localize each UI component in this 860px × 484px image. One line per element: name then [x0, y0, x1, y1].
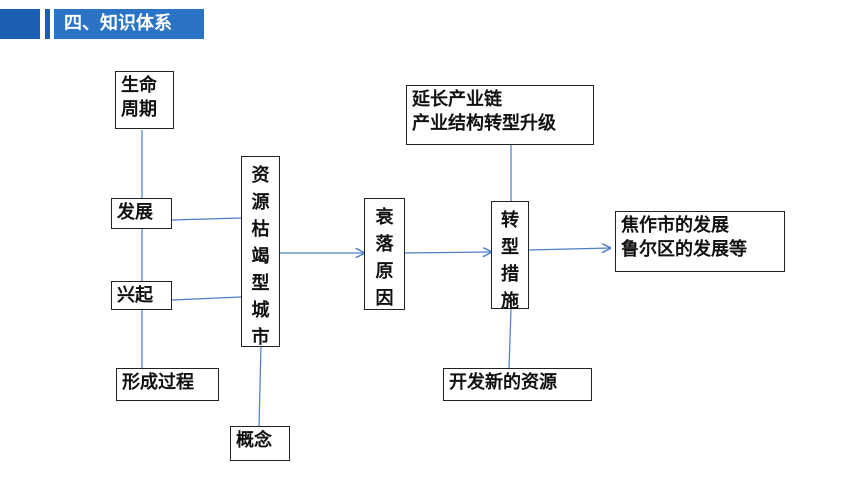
- node-life-cycle-line2: 周期: [121, 99, 157, 120]
- header-accent-bar: [0, 9, 40, 39]
- section-title: 四、知识体系: [54, 9, 204, 39]
- node-transformation-measures: 转型措施: [491, 201, 529, 312]
- node-decline-causes: 衰落原因: [364, 198, 405, 310]
- arrow-decline-measures: [404, 252, 491, 253]
- node-resource-exhausted-city: 资源枯 竭型城 市: [241, 156, 280, 348]
- header-accent-stripe: [45, 9, 50, 39]
- arrow-measures-cases: [528, 248, 610, 250]
- node-develop: 发展: [111, 198, 172, 229]
- line-city-concept: [258, 346, 262, 427]
- node-life-cycle-line1: 生命: [121, 75, 157, 96]
- node-extend-chain-line1: 延长产业链: [412, 89, 502, 110]
- line-measures-newresources: [508, 308, 512, 369]
- node-rise: 兴起: [111, 281, 172, 310]
- node-concept: 概念: [230, 426, 290, 461]
- line-rise-city: [171, 296, 242, 301]
- node-cases-line1: 焦作市的发展: [621, 215, 729, 236]
- node-cases-line2: 鲁尔区的发展等: [621, 239, 747, 260]
- node-extend-industry-chain: 延长产业链 产业结构转型升级: [406, 85, 594, 145]
- node-extend-chain-line2: 产业结构转型升级: [412, 113, 556, 134]
- line-develop-city: [171, 217, 242, 221]
- node-formation: 形成过程: [116, 368, 219, 401]
- node-cases: 焦作市的发展 鲁尔区的发展等: [615, 211, 785, 272]
- node-life-cycle: 生命 周期: [115, 71, 174, 129]
- node-new-resources: 开发新的资源: [443, 368, 592, 401]
